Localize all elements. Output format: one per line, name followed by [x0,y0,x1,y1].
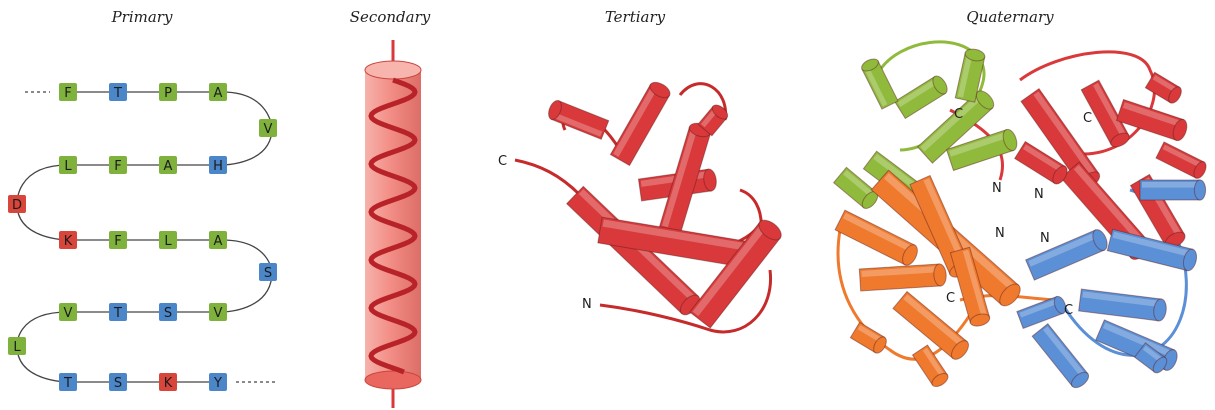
tertiary-helix-2 [546,99,609,140]
residue-f: F [109,231,127,249]
residue-l: L [8,337,26,355]
residue-letter: F [114,234,121,249]
residue-letter: A [214,86,223,101]
residue-letter: K [164,376,173,391]
residue-v: V [259,119,277,137]
residue-v: V [59,303,77,321]
residue-t: T [109,83,127,101]
residue-letter: V [214,306,223,321]
tertiary-structure: C N [498,79,785,332]
residue-letter: L [164,234,172,249]
residue-s: S [259,263,277,281]
quat-n-terminus-orange: N [995,226,1005,241]
secondary-structure [365,40,421,408]
residue-h: H [209,156,227,174]
quaternary-helix-19 [859,264,947,291]
residue-a: A [209,83,227,101]
quat-n-terminus-green: N [992,181,1002,196]
quaternary-helix-26 [1079,289,1168,322]
residue-f: F [59,83,77,101]
residue-d: D [8,195,26,213]
residue-a: A [209,231,227,249]
cylinder-top [365,61,421,79]
residue-letter: S [164,306,172,321]
residue-letter: V [64,306,73,321]
quat-c-terminus-orange: C [946,291,955,306]
quaternary-helix-21 [850,322,889,355]
residue-letter: L [13,340,21,355]
tertiary-helix-3 [610,79,672,165]
quaternary-helix-4 [860,56,898,109]
residue-letter: H [213,159,223,174]
residue-s: S [109,373,127,391]
residue-t: T [59,373,77,391]
tertiary-n-terminus: N [582,297,592,312]
residue-letter: A [214,234,223,249]
residue-f: F [109,156,127,174]
quaternary-helix-15 [1156,142,1209,180]
quaternary-helix-29 [1140,180,1206,200]
residue-l: L [159,231,177,249]
quaternary-helix-2 [895,74,950,119]
residue-letter: P [164,86,172,101]
quaternary-structure: C C N N N N C C [834,42,1209,391]
quaternary-helix-11 [1145,72,1184,105]
quaternary-helix-24 [1026,227,1110,280]
residue-k: K [59,231,77,249]
backbone-path [17,92,272,382]
helix-cap [1194,180,1205,200]
residue-k: K [159,373,177,391]
residue-letter: F [64,86,71,101]
residue-p: P [159,83,177,101]
residue-letter: Y [213,376,222,391]
primary-structure: F T P A V L F A H D K F L A S V T S V L T S K Y [8,83,277,391]
residue-letter: T [63,376,72,391]
residue-l: L [59,156,77,174]
residue-t: T [109,303,127,321]
residue-letter: A [164,159,173,174]
quat-c-terminus-green: C [954,107,963,122]
residue-letter: V [264,122,273,137]
residue-letter: T [113,86,122,101]
quat-c-terminus-blue: C [1064,303,1073,318]
quaternary-helix-28 [1032,324,1091,391]
quat-n-terminus-blue: N [1040,231,1050,246]
residue-letter: D [12,198,22,213]
quaternary-helix-27 [1096,320,1180,373]
residue-letter: T [113,306,122,321]
quat-c-terminus-red: C [1083,111,1092,126]
cylinder-bottom [365,371,421,389]
helix-highlight [1142,182,1198,188]
residue-s: S [159,303,177,321]
residue-letter: L [64,159,72,174]
tertiary-c-terminus: C [498,154,507,169]
residue-a: A [159,156,177,174]
quat-n-terminus-red: N [1034,187,1044,202]
residue-letter: S [264,266,272,281]
residue-letter: F [114,159,121,174]
tertiary-helices [546,79,785,328]
residue-letter: S [114,376,122,391]
residue-y: Y [209,373,227,391]
residue-v: V [209,303,227,321]
residue-letter: K [64,234,73,249]
